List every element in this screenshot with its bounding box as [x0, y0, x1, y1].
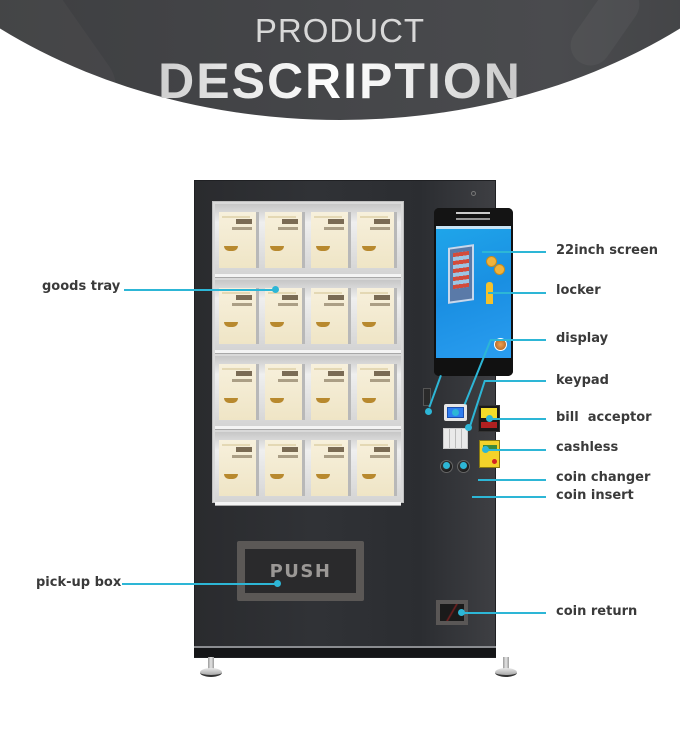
callout-dot [465, 424, 472, 431]
product-item[interactable] [311, 288, 351, 344]
product-item[interactable] [357, 364, 397, 420]
product-item[interactable] [219, 288, 259, 344]
label-coin-changer: coin changer [556, 470, 651, 485]
cashless-reader[interactable] [479, 440, 500, 468]
callout-dot [486, 415, 493, 422]
label-cashless: cashless [556, 440, 619, 455]
callout-line-display [490, 339, 546, 341]
callout-dot [460, 462, 467, 469]
vending-illustration [448, 244, 474, 304]
locker-slot [423, 388, 431, 406]
callout-line-keypad [484, 380, 546, 382]
callout-line-locker [488, 292, 546, 294]
camera-icon [471, 191, 476, 196]
callout-line-goods-tray [124, 289, 276, 291]
coin-return-slot[interactable] [436, 600, 468, 625]
callout-line-pick-up-box [122, 583, 278, 585]
callout-dot [452, 409, 459, 416]
callout-dot [272, 286, 279, 293]
callout-dot [482, 446, 489, 453]
callout-line-coin-changer [478, 479, 546, 481]
title-line-1: PRODUCT [254, 12, 426, 49]
callout-dot [458, 609, 465, 616]
product-item[interactable] [265, 288, 305, 344]
callout-line-bill-acceptor [492, 418, 546, 420]
product-item[interactable] [311, 364, 351, 420]
callout-dot [443, 462, 450, 469]
callout-dot [425, 408, 432, 415]
goods-tray-shelf [215, 280, 401, 354]
screen-status-bar [436, 226, 511, 229]
push-label: PUSH [269, 560, 332, 582]
label-bill-acceptor: bill acceptor [556, 410, 652, 425]
screen-footer [434, 358, 513, 376]
callout-line-coin-return [462, 612, 546, 614]
product-item[interactable] [357, 440, 397, 496]
label-keypad: keypad [556, 373, 609, 388]
product-item[interactable] [265, 364, 305, 420]
callout-line-cashless [488, 449, 546, 451]
goods-tray-shelf [215, 356, 401, 430]
pick-up-box[interactable]: PUSH [237, 541, 364, 601]
machine-base [194, 648, 496, 657]
product-item[interactable] [219, 364, 259, 420]
coin-icon [494, 264, 505, 275]
header-banner: PRODUCT DESCRIPTION [0, 0, 680, 130]
label-locker: locker [556, 283, 601, 298]
product-item[interactable] [311, 440, 351, 496]
coin-icon [486, 256, 497, 267]
callout-line-screen [482, 251, 546, 253]
keypad[interactable] [443, 428, 468, 449]
screen-header [434, 208, 513, 225]
label-coin-return: coin return [556, 604, 638, 619]
product-item[interactable] [219, 212, 259, 268]
product-item[interactable] [219, 440, 259, 496]
goods-tray-shelf [215, 432, 401, 506]
label-display: display [556, 331, 609, 346]
label-goods-tray: goods tray [42, 279, 121, 294]
product-item[interactable] [311, 212, 351, 268]
title-line-2: DESCRIPTION [0, 52, 680, 110]
brand-logo [456, 212, 490, 220]
product-item[interactable] [265, 440, 305, 496]
screen-badge-icon[interactable] [494, 338, 507, 351]
product-item[interactable] [357, 288, 397, 344]
label-coin-insert: coin insert [556, 488, 634, 503]
leveling-foot-right [495, 657, 517, 679]
goods-tray-shelf [215, 204, 401, 278]
callout-dot [274, 580, 281, 587]
leveling-foot-left [200, 657, 222, 679]
product-item[interactable] [265, 212, 305, 268]
machine-base-trim [194, 646, 496, 648]
label-22inch-screen: 22inch screen [556, 243, 659, 258]
product-item[interactable] [357, 212, 397, 268]
callout-line-coin-insert [472, 496, 546, 498]
label-pick-up-box: pick-up box [36, 575, 122, 590]
goods-window [212, 201, 404, 506]
